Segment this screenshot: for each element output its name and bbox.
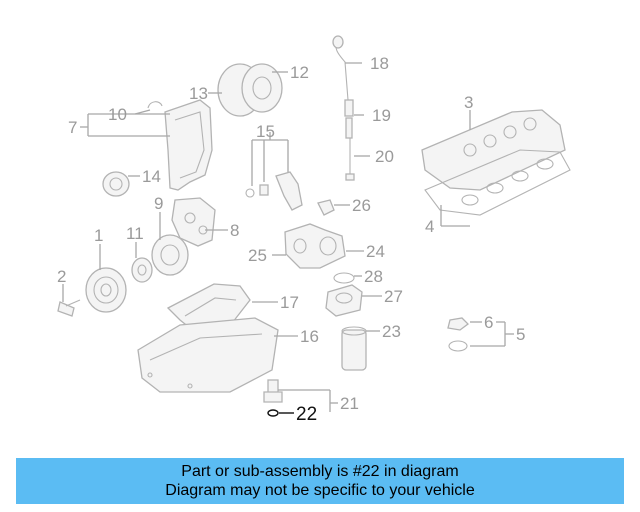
callout-10: 10 (108, 105, 127, 124)
callout-24: 24 (366, 242, 385, 261)
callout-16: 16 (300, 327, 319, 346)
callout-4: 4 (425, 217, 434, 236)
water-pump-pulley (151, 234, 189, 276)
leader-lines (62, 62, 514, 414)
crank-pulley (85, 267, 127, 313)
timing-gear (217, 63, 283, 117)
dipstick (332, 35, 349, 101)
callout-20: 20 (375, 147, 394, 166)
callout-8: 8 (230, 221, 239, 240)
callout-13: 13 (189, 84, 208, 103)
dipstick-tube (344, 99, 355, 181)
callout-22: 22 (296, 404, 317, 425)
callout-26: 26 (352, 196, 371, 215)
callout-17: 17 (280, 293, 299, 312)
valve-cover (421, 109, 566, 191)
mount-pieces (447, 317, 469, 352)
callout-14: 14 (142, 167, 161, 186)
gasket-28 (333, 272, 355, 284)
crank-bolt (57, 299, 81, 317)
callout-25: 25 (248, 246, 267, 265)
callout-12: 12 (290, 63, 309, 82)
small-pulley (102, 171, 130, 197)
caption-line-2: Diagram may not be specific to your vehi… (165, 482, 475, 499)
oil-cooler (325, 284, 363, 317)
callout-27: 27 (384, 287, 403, 306)
oil-filter-housing (284, 223, 346, 269)
sensor-parts (245, 171, 303, 211)
oil-filter (341, 326, 367, 371)
callout-1: 1 (94, 226, 103, 245)
callout-2: 2 (57, 267, 66, 286)
callout-19: 19 (372, 106, 391, 125)
caption-line-1: Part or sub-assembly is #22 in diagram (181, 463, 459, 480)
callout-21: 21 (340, 394, 359, 413)
engine-bracket (171, 197, 216, 247)
callout-labels: 1 2 3 4 5 6 7 8 9 10 11 12 13 14 15 16 1… (57, 54, 525, 425)
drain-plug-washer (267, 409, 279, 417)
caption-banner: Part or sub-assembly is #22 in diagram D… (16, 458, 624, 504)
parts-diagram: 1 2 3 4 5 6 7 8 9 10 11 12 13 14 15 16 1… (57, 35, 571, 425)
callout-3: 3 (464, 93, 473, 112)
callout-18: 18 (370, 54, 389, 73)
oil-pan (137, 317, 279, 393)
idler (131, 257, 153, 283)
callout-5: 5 (516, 325, 525, 344)
drain-plug (263, 379, 283, 403)
callout-6: 6 (484, 313, 493, 332)
callout-23: 23 (382, 322, 401, 341)
valve-cover-gasket (424, 149, 571, 216)
callout-11: 11 (126, 224, 144, 243)
callout-7: 7 (68, 118, 77, 137)
callout-15: 15 (256, 122, 275, 141)
callout-9: 9 (154, 194, 163, 213)
timing-cover (164, 99, 213, 191)
sensor (317, 199, 335, 216)
callout-28: 28 (364, 267, 383, 286)
hose (147, 101, 163, 109)
